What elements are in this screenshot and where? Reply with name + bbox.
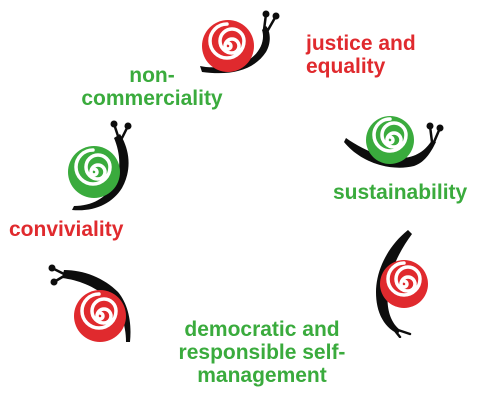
label-self-management: democratic and responsible self- managem… (178, 318, 346, 387)
snail-icon (344, 116, 444, 168)
snail-icon (48, 264, 131, 342)
snail-icon (68, 120, 132, 211)
snail-icon (200, 10, 280, 74)
label-conviviality: conviviality (9, 218, 124, 241)
label-justice: justice and equality (306, 32, 416, 78)
label-noncommerciality: non- commerciality (81, 64, 223, 110)
snail-icon (376, 230, 428, 338)
label-sustainability: sustainability (333, 181, 468, 204)
